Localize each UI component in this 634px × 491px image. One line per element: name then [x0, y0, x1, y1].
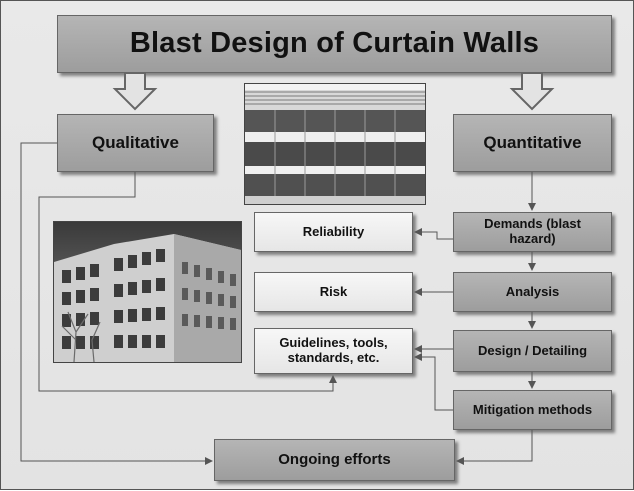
guidelines-box: Guidelines, tools, standards, etc.: [254, 328, 413, 374]
quantitative-box: Quantitative: [453, 114, 612, 172]
design-detailing-box: Design / Detailing: [453, 330, 612, 372]
mitigation-methods-box: Mitigation methods: [453, 390, 612, 430]
curtain-wall-photo: [244, 83, 426, 205]
qualitative-box: Qualitative: [57, 114, 214, 172]
ongoing-efforts-box: Ongoing efforts: [214, 439, 455, 481]
analysis-box: Analysis: [453, 272, 612, 312]
diagram-title: Blast Design of Curtain Walls: [57, 15, 612, 73]
reliability-box: Reliability: [254, 212, 413, 252]
risk-box: Risk: [254, 272, 413, 312]
down-arrow-right: [509, 72, 555, 111]
down-arrow-left: [112, 72, 158, 111]
building-photo: [53, 221, 242, 363]
demands-box: Demands (blast hazard): [453, 212, 612, 252]
